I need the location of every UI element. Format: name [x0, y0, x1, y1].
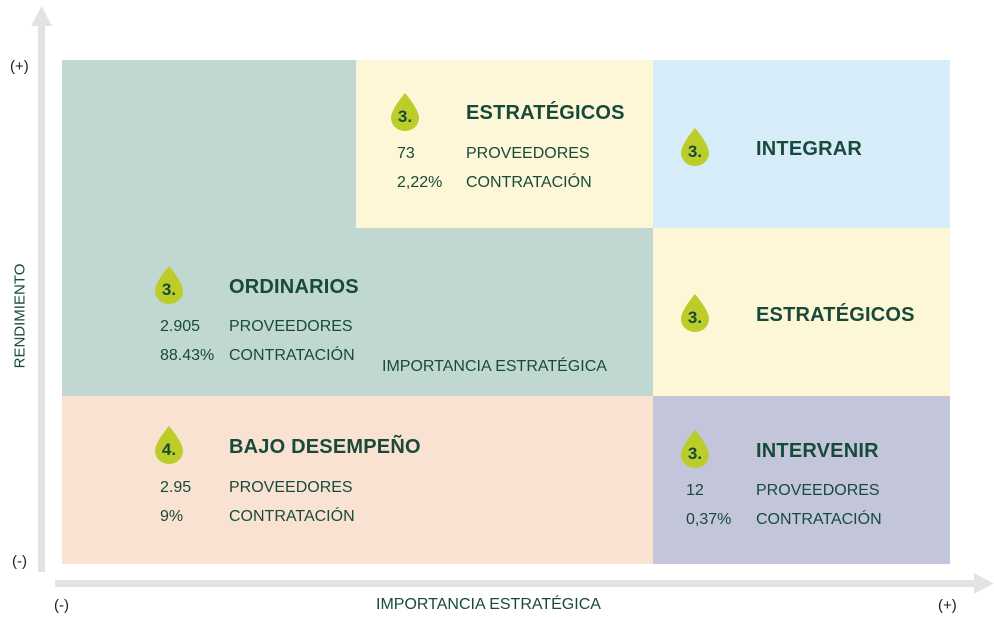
badge-number: 3. — [687, 308, 703, 327]
supplier-label: PROVEEDORES — [466, 145, 590, 162]
supplier-label: PROVEEDORES — [756, 482, 880, 499]
quadrant-title: INTERVENIR — [756, 440, 879, 462]
region-bajo-desempeno — [62, 396, 653, 564]
y-axis-max: (+) — [10, 58, 29, 75]
x-axis-max: (+) — [938, 597, 957, 614]
supplier-label: PROVEEDORES — [229, 318, 353, 335]
contract-label: CONTRATACIÓN — [229, 508, 355, 525]
badge-number: 3. — [687, 444, 703, 463]
quadrant-title: ESTRATÉGICOS — [466, 102, 625, 124]
drop-icon: 3. — [679, 127, 711, 167]
drop-icon: 4. — [153, 425, 185, 465]
supplier-count: 2.95 — [160, 479, 192, 496]
drop-icon: 3. — [679, 293, 711, 333]
badge-number: 3. — [161, 280, 177, 299]
x-axis-label: IMPORTANCIA ESTRATÉGICA — [376, 596, 601, 613]
supplier-label: PROVEEDORES — [229, 479, 353, 496]
x-axis-arrow — [974, 573, 994, 594]
y-axis-line — [38, 24, 45, 572]
contract-label: CONTRATACIÓN — [466, 174, 592, 191]
contract-share: 9% — [160, 508, 184, 525]
y-axis-arrow — [31, 6, 52, 26]
supplier-count: 12 — [686, 482, 704, 499]
quadrant-title: ORDINARIOS — [229, 276, 359, 298]
y-axis-label: RENDIMIENTO — [11, 263, 29, 369]
drop-icon: 3. — [679, 429, 711, 469]
region-estrategicos-top — [356, 60, 653, 228]
region-note: IMPORTANCIA ESTRATÉGICA — [382, 358, 607, 375]
quadrant-title: BAJO DESEMPEÑO — [229, 436, 421, 458]
contract-share: 88.43% — [160, 347, 215, 364]
drop-icon: 3. — [153, 265, 185, 305]
contract-label: CONTRATACIÓN — [756, 511, 882, 528]
quadrant-title: ESTRATÉGICOS — [756, 304, 915, 326]
drop-icon: 3. — [389, 92, 421, 132]
contract-label: CONTRATACIÓN — [229, 347, 355, 364]
contract-share: 0,37% — [686, 511, 732, 528]
contract-share: 2,22% — [397, 174, 443, 191]
x-axis-min: (-) — [54, 597, 69, 614]
badge-number: 3. — [687, 142, 703, 161]
quadrant-title: INTEGRAR — [756, 138, 863, 160]
x-axis-line — [55, 580, 977, 587]
supplier-count: 73 — [397, 145, 415, 162]
region-intervenir — [653, 396, 950, 564]
badge-number: 3. — [397, 107, 413, 126]
supplier-count: 2.905 — [160, 318, 201, 335]
y-axis-min: (-) — [12, 553, 27, 570]
badge-number: 4. — [161, 440, 177, 459]
